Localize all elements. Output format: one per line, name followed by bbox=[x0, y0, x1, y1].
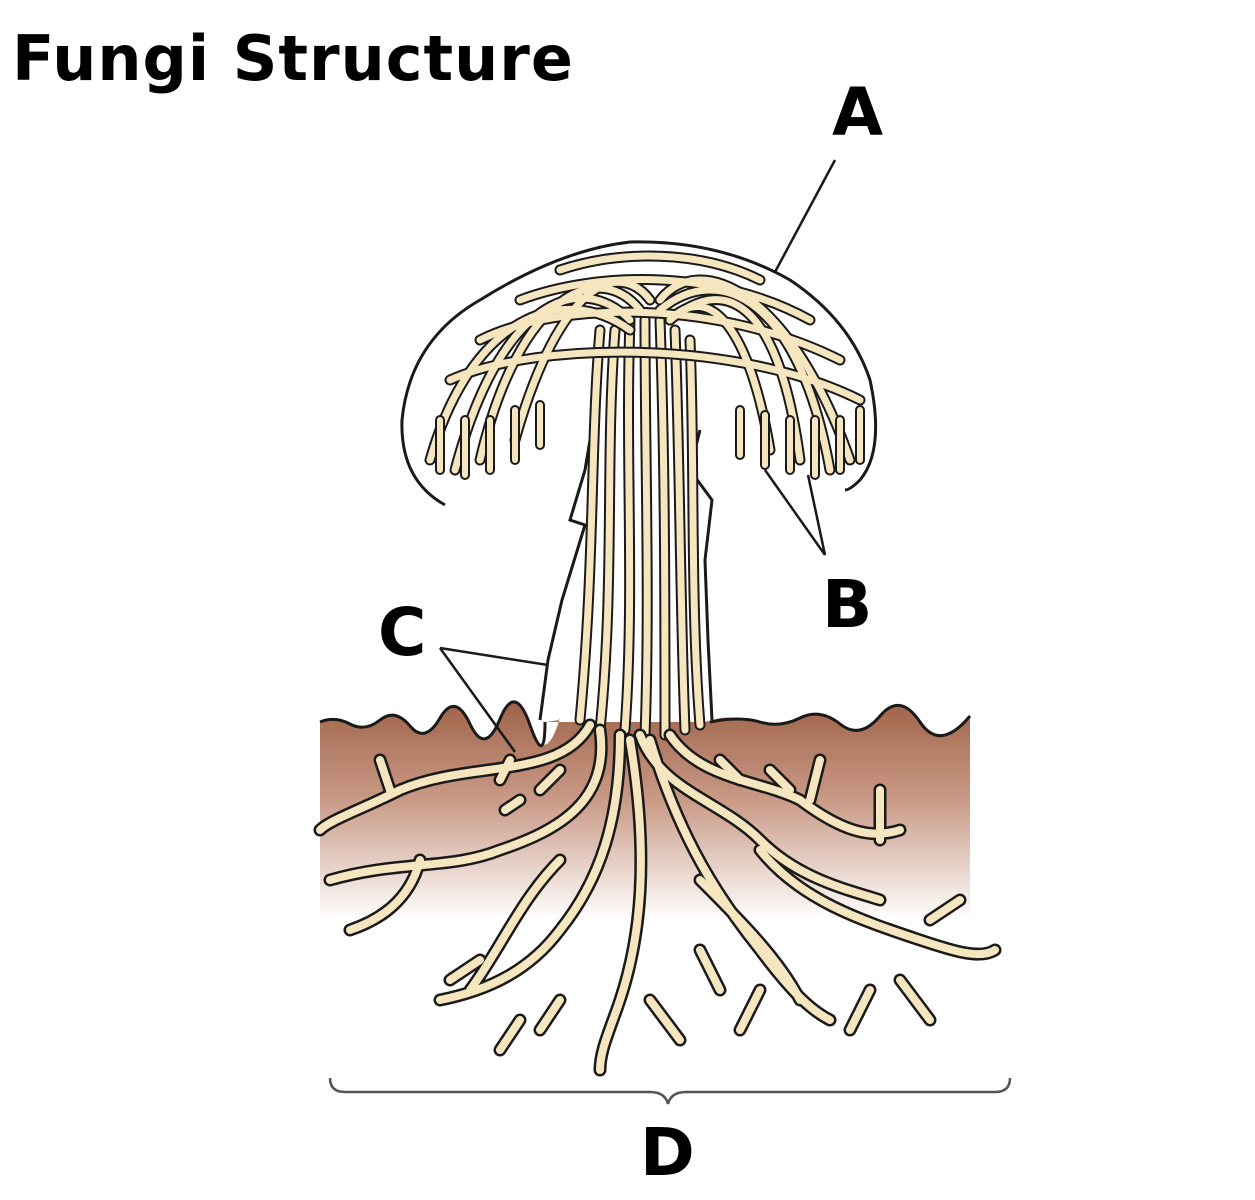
diagram-title: Fungi Structure bbox=[12, 22, 574, 95]
leader-b bbox=[763, 469, 827, 556]
leader-a bbox=[773, 159, 837, 273]
leader-c bbox=[438, 646, 549, 753]
label-a: A bbox=[832, 74, 884, 151]
label-c: C bbox=[378, 594, 427, 671]
cap-outline bbox=[400, 240, 878, 507]
cap-hyphae bbox=[424, 250, 866, 480]
stipe-hyphae bbox=[574, 314, 706, 741]
label-b: B bbox=[822, 566, 873, 643]
label-d: D bbox=[640, 1114, 695, 1191]
mycelium bbox=[313, 718, 1002, 1077]
bracket-d bbox=[328, 1077, 1012, 1105]
leader-lines bbox=[438, 159, 837, 753]
